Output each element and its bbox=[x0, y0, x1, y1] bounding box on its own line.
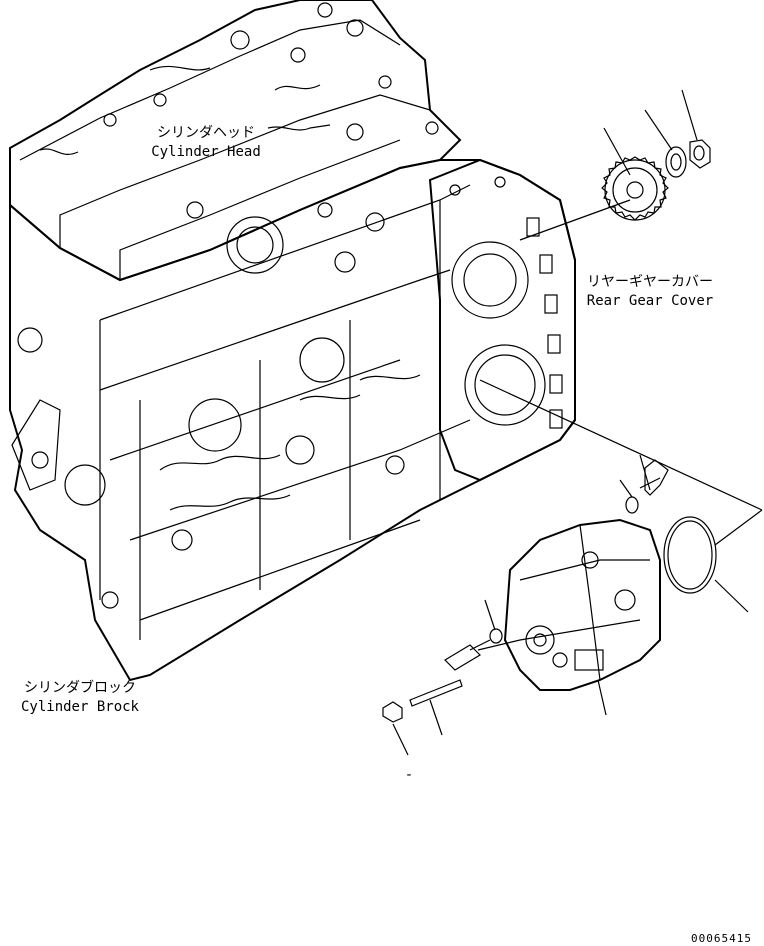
cylinder-head-label-en: Cylinder Head bbox=[151, 144, 261, 160]
cylinder-head-label-jp: シリンダヘッド bbox=[157, 125, 255, 141]
cylinder-block-label: シリンダブロック Cylinder Brock bbox=[12, 679, 148, 717]
rear-gear-cover bbox=[428, 158, 576, 482]
o-ring bbox=[663, 516, 717, 594]
small-o-ring bbox=[489, 496, 639, 644]
callout-lines bbox=[267, 89, 763, 756]
cylinder-head-label: シリンダヘッド Cylinder Head bbox=[140, 124, 272, 162]
fitting-connector bbox=[639, 459, 669, 496]
rear-gear-cover-label: リヤーギヤーカバー Rear Gear Cover bbox=[582, 273, 718, 311]
cylinder-block-label-jp: シリンダブロック bbox=[24, 680, 136, 696]
cylinder-block bbox=[9, 159, 576, 682]
rear-gear-cover-label-jp: リヤーギヤーカバー bbox=[587, 274, 713, 290]
stud-bolt bbox=[409, 679, 463, 707]
rear-gear-cover-label-en: Rear Gear Cover bbox=[586, 293, 714, 309]
drawing-number: 00065415 bbox=[691, 932, 752, 945]
mounting-nut bbox=[382, 701, 403, 723]
nut bbox=[689, 139, 711, 169]
washer bbox=[665, 146, 687, 178]
fitting bbox=[444, 639, 491, 671]
callout-dash: - bbox=[404, 767, 414, 783]
cylinder-block-label-en: Cylinder Brock bbox=[20, 699, 139, 715]
fuel-supply-pump bbox=[503, 518, 661, 691]
pump-drive-gear bbox=[601, 156, 669, 221]
